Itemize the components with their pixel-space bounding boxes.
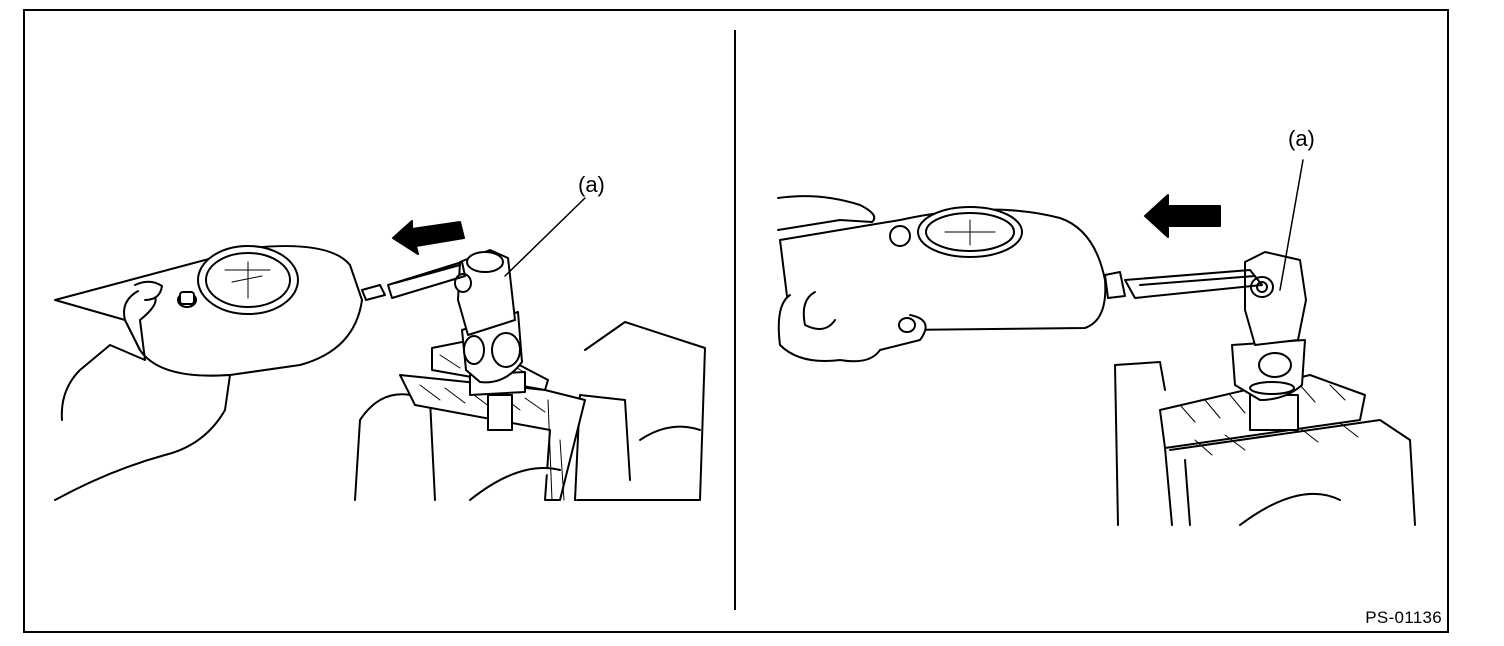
arrow-left-icon-right [1144,194,1221,238]
universal-joint-right [1231,251,1307,431]
figure-code: PS-01136 [1365,608,1442,627]
callout-leader-left [504,197,586,277]
figure-frame [23,9,1449,633]
callout-label-left: (a) [578,172,605,197]
hand-right [777,195,927,363]
panel-divider [734,30,736,610]
spring-scale-left [54,245,466,377]
arrow-left-icon-left [392,220,465,255]
universal-joint-left [454,249,526,431]
callout-label-right: (a) [1288,126,1315,151]
hand-left [54,280,231,501]
spring-scale-right [779,206,1263,331]
callout-leader-right [1279,159,1304,291]
